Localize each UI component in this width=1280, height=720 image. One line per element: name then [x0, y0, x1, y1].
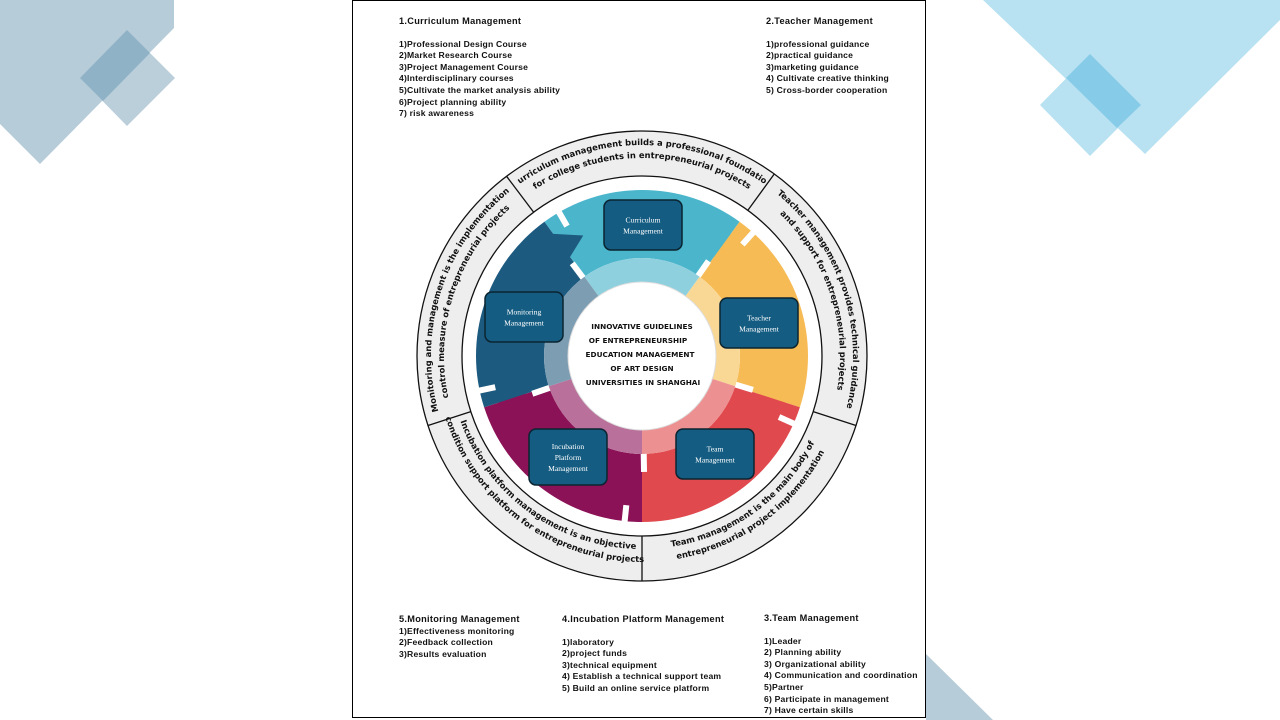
diagram-slide: 1.Curriculum Management 1)Professional D…	[352, 0, 926, 718]
center-title-line: EDUCATION MANAGEMENT	[586, 350, 695, 359]
segment-gap	[621, 504, 630, 524]
decor-diamond-right-small	[1040, 54, 1141, 156]
segment-gap	[531, 384, 553, 397]
teacher-block-title: 2.Teacher Management	[766, 16, 873, 26]
segment-gap	[777, 414, 797, 428]
incubation-block-list: 1)laboratory 2)project funds 3)technical…	[562, 637, 724, 695]
list-item: 5)Partner	[764, 681, 804, 692]
ring-divider	[812, 411, 857, 427]
monitoring-block-list: 1)Effectiveness monitoring 2)Feedback co…	[399, 626, 520, 661]
list-item: 3)technical equipment	[562, 659, 657, 670]
team-box-label: Management	[695, 456, 736, 465]
decor-triangle-right-large	[983, 0, 1280, 154]
list-item: 4)Interdisciplinary courses	[399, 73, 514, 84]
list-item: 2)project funds	[562, 648, 628, 659]
list-item: 2)practical guidance	[766, 50, 854, 61]
segment-gap	[732, 381, 754, 393]
monitoring-box-label: Monitoring	[507, 308, 542, 317]
ring-divider	[427, 411, 472, 427]
team-block: 3.Team Management 1)Leader 2) Planning a…	[764, 613, 918, 717]
incubation-box-bg	[528, 428, 608, 486]
team-box-label: Team	[707, 445, 724, 454]
cycle-wheel-diagram: Curriculum management builds a professio…	[353, 1, 868, 582]
list-item: 6)Project planning ability	[399, 96, 507, 107]
decor-diamond-right-overlap	[1066, 54, 1141, 128]
center-hub: INNOVATIVE GUIDELINES OF ENTREPRENEURSHI…	[567, 281, 717, 431]
list-item: 2) Planning ability	[764, 647, 842, 658]
curriculum-box-label: Curriculum	[625, 216, 660, 225]
list-item: 2)Feedback collection	[399, 637, 493, 648]
inner-ring	[544, 258, 740, 454]
center-circle	[567, 281, 717, 431]
list-item: 3)Project Management Course	[399, 61, 529, 72]
inner-ring-curriculum	[584, 258, 700, 297]
list-item: 1)professional guidance	[766, 38, 870, 49]
teacher-box-bg	[719, 297, 799, 349]
inner-ring-incubation	[548, 378, 642, 454]
teacher-box-label: Teacher	[747, 314, 771, 323]
teacher-box-label: Management	[739, 325, 780, 334]
curriculum-box-bg	[603, 199, 683, 251]
list-item: 4) Cultivate creative thinking	[766, 73, 890, 84]
team-block-list: 1)Leader 2) Planning ability 3) Organiza…	[764, 636, 918, 717]
incubation-box-label: Platform	[555, 453, 582, 462]
monitoring-block: 5.Monitoring Management 1)Effectiveness …	[399, 614, 520, 660]
list-item: 1)Leader	[764, 635, 802, 646]
list-item: 4) Communication and coordination	[764, 670, 918, 681]
monitoring-box-label: Management	[504, 319, 545, 328]
list-item: 6) Participate in management	[764, 693, 889, 704]
curriculum-block: 1.Curriculum Management 1)Professional D…	[399, 16, 560, 120]
segment-gap	[740, 229, 757, 247]
decor-triangle-bottom-right	[926, 654, 993, 720]
teacher-block: 2.Teacher Management 1)professional guid…	[766, 16, 889, 97]
center-title-line: OF ART DESIGN	[610, 364, 673, 373]
list-item: 3) Organizational ability	[764, 658, 866, 669]
arrow-monitoring	[542, 233, 584, 263]
inner-ring-monitoring	[544, 276, 599, 387]
incubation-block-title: 4.Incubation Platform Management	[562, 614, 725, 624]
list-item: 1)laboratory	[562, 636, 615, 647]
list-item: 7) risk awareness	[399, 108, 475, 119]
segment-gap	[569, 261, 587, 282]
list-item: 5) Cross-border cooperation	[766, 84, 888, 95]
list-item: 3)Results evaluation	[399, 648, 487, 659]
curriculum-block-list: 1)Professional Design Course 2)Market Re…	[399, 39, 560, 120]
list-item: 3)marketing guidance	[766, 61, 859, 72]
curriculum-block-title: 1.Curriculum Management	[399, 16, 522, 26]
list-item: 1)Professional Design Course	[399, 38, 527, 49]
team-block-title: 3.Team Management	[764, 613, 859, 623]
decor-diamond-left-overlap	[80, 30, 150, 101]
monitoring-box-bg	[484, 291, 564, 343]
curriculum-box-label: Management	[623, 227, 664, 236]
center-title-line: OF ENTREPRENEURSHIP	[589, 336, 688, 345]
list-item: 7) Have certain skills	[764, 705, 854, 716]
incubation-box-label: Management	[548, 464, 589, 473]
monitoring-block-title: 5.Monitoring Management	[399, 614, 520, 624]
ring-divider	[506, 175, 535, 213]
list-item: 4) Establish a technical support team	[562, 671, 722, 682]
segment-label-boxes: CurriculumManagementTeacherManagementTea…	[484, 199, 799, 486]
segment-gap	[555, 209, 570, 228]
segment-gap	[694, 259, 711, 280]
list-item: 5)Cultivate the market analysis ability	[399, 84, 561, 95]
ring-divider	[747, 173, 775, 211]
inner-ring-team	[642, 378, 736, 454]
teacher-block-list: 1)professional guidance 2)practical guid…	[766, 39, 889, 97]
list-item: 5) Build an online service platform	[562, 682, 710, 693]
incubation-box-label: Incubation	[552, 442, 585, 451]
list-item: 1)Effectiveness monitoring	[399, 625, 515, 636]
team-box-bg	[675, 428, 755, 480]
center-title-line: INNOVATIVE GUIDELINES	[591, 322, 692, 331]
list-item: 2)Market Research Course	[399, 50, 513, 61]
inner-ring-teacher	[685, 276, 740, 387]
segment-gap	[477, 384, 496, 394]
center-title-line: UNIVERSITIES IN SHANGHAI	[586, 378, 701, 387]
incubation-block: 4.Incubation Platform Management 1)labor…	[562, 614, 724, 695]
